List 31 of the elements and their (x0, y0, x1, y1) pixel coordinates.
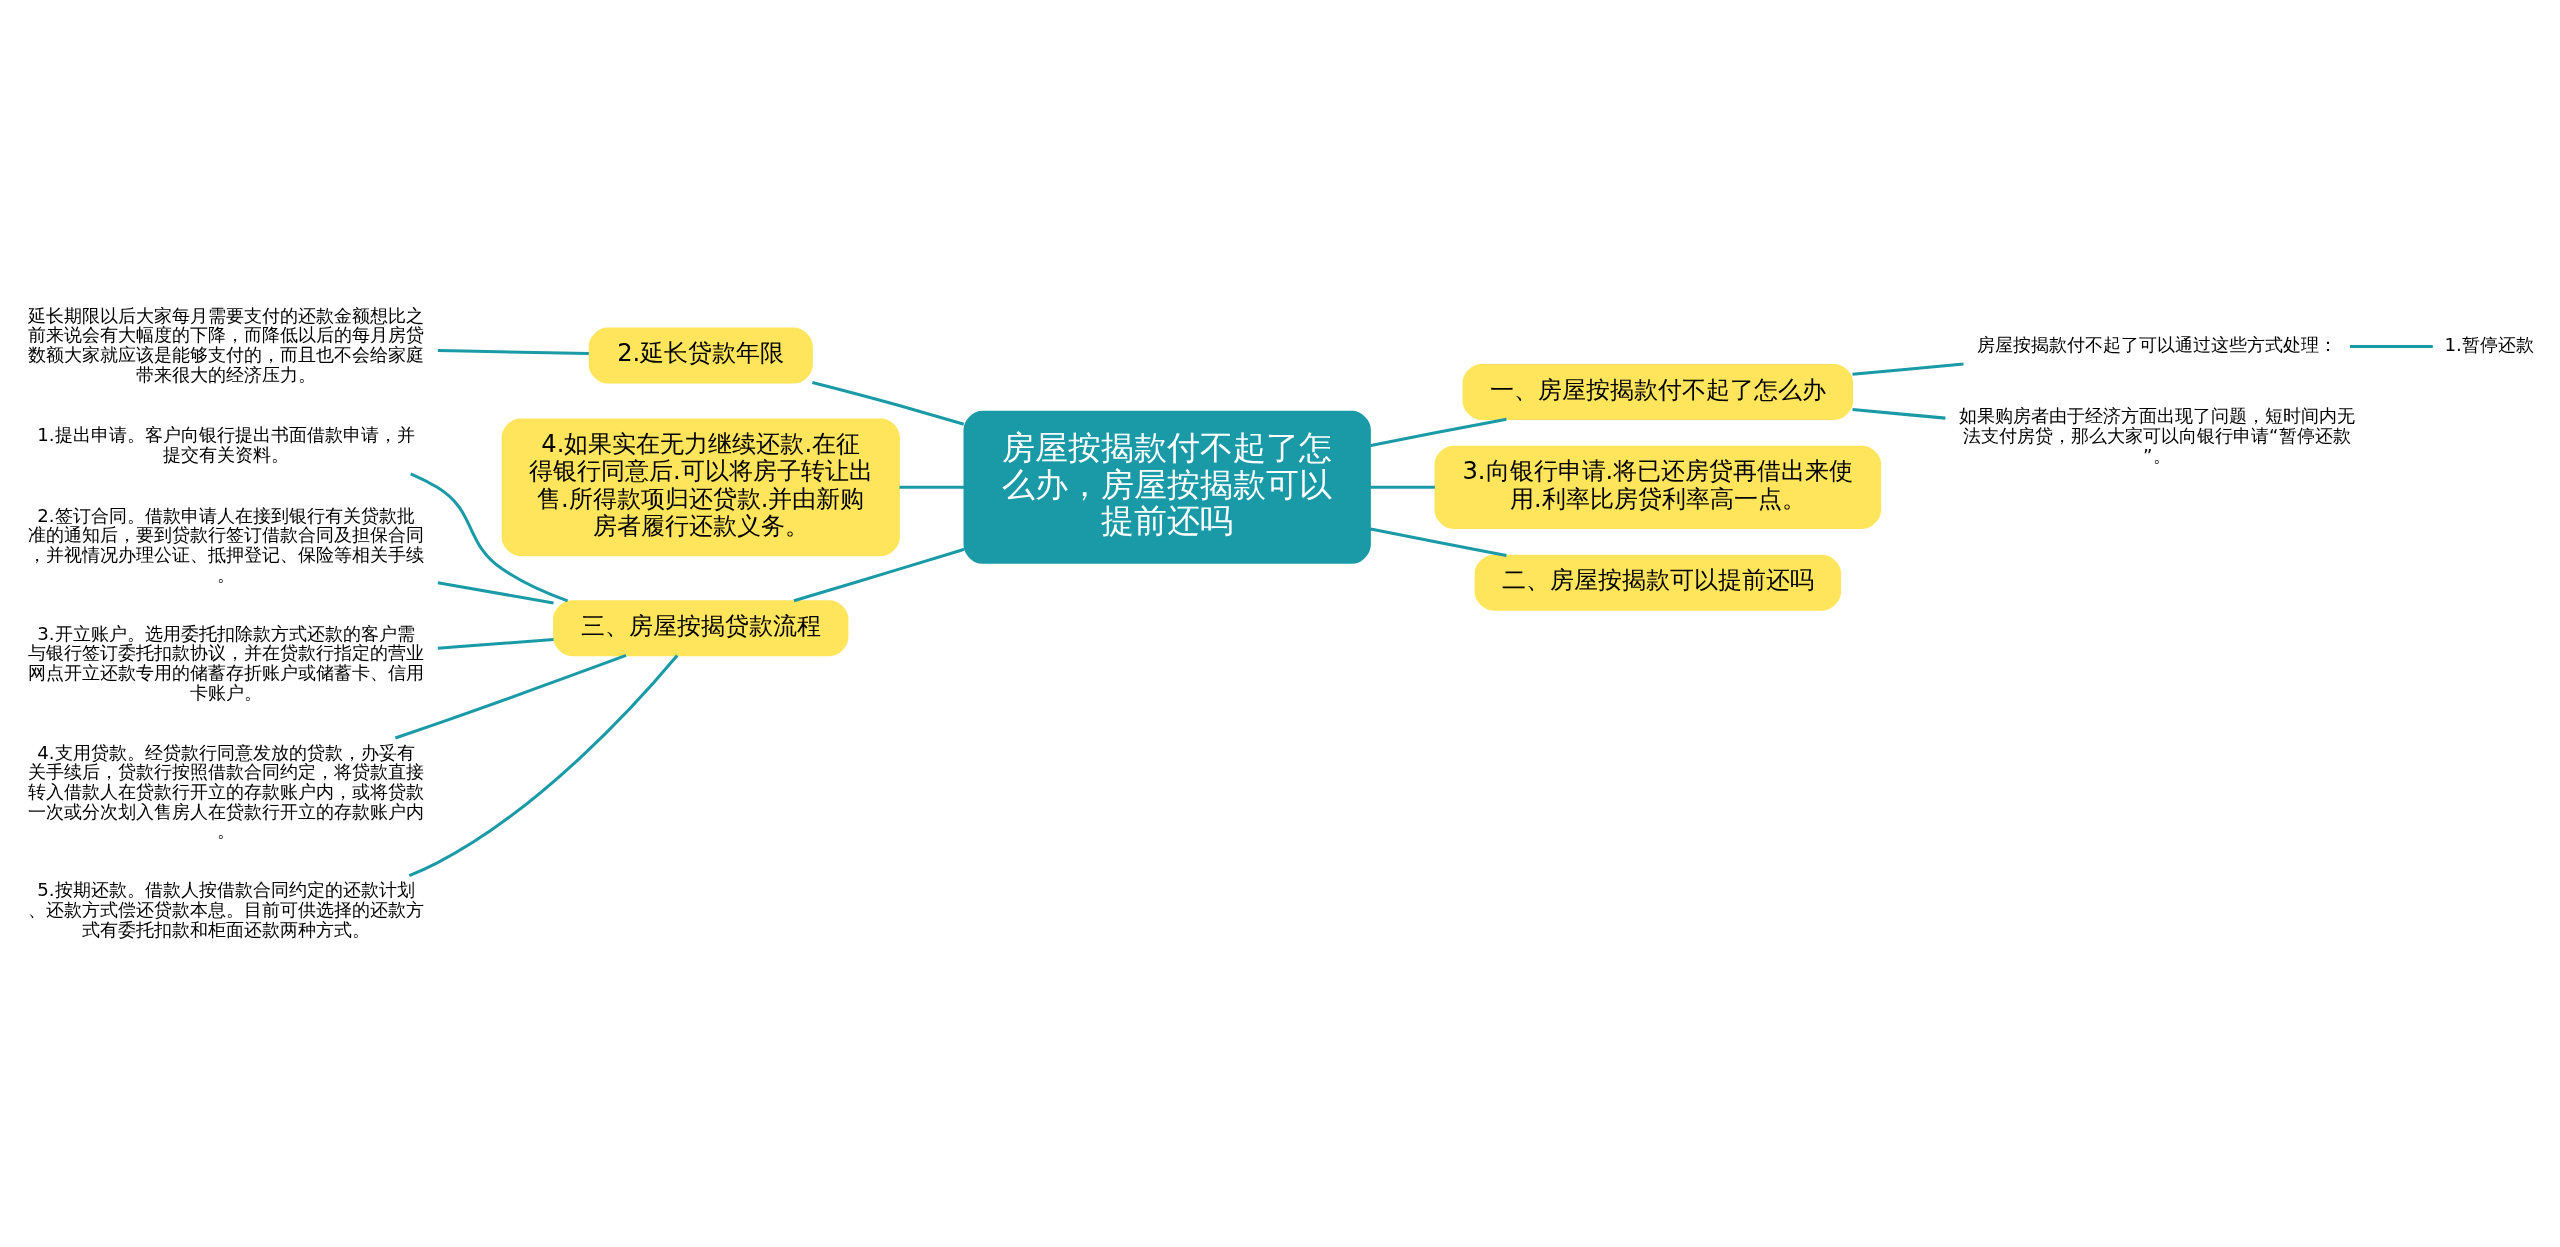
node-text: 4.支用贷款。经贷款行同意发放的贷款，办妥有关手续后，贷款行按照借款合同约定，将贷款直接转入借款人在贷款行开立的存款账户内，或将贷款一次或分次划入售房人在贷款行开立的存款账户内。 (27, 741, 424, 841)
connector (812, 380, 965, 426)
node-text: 1.暂停还款 (2444, 333, 2534, 355)
node-box: 4.如果实在无力继续还款.在征得银行同意后.可以将房子转让出售.所得款项归还贷款.并由新购房者履行还款义务。 (501, 417, 900, 556)
connector (1369, 417, 1507, 447)
node-text: 2.签订合同。借款申请人在接到银行有关贷款批准的通知后，要到贷款行签订借款合同及担保合同，并视情况办理公证、抵押登记、保险等相关手续。 (27, 504, 424, 585)
node-text: 1.提出申请。客户向银行提出书面借款申请，并提交有关资料。 (37, 423, 415, 465)
connector (1370, 485, 1435, 489)
node-box: 2.延长贷款年限 (588, 327, 813, 384)
connector (1852, 407, 1946, 420)
connector (437, 580, 554, 604)
connector (2349, 344, 2433, 348)
node-text: 如果购房者由于经济方面出现了问题，短时间内无法支付房贷，那么大家可以向银行申请“暂停还款”。 (1958, 404, 2355, 466)
connector (437, 637, 554, 650)
node-box: 二、房屋按揭款可以提前还吗 (1474, 554, 1842, 611)
connector (899, 485, 965, 489)
connector (394, 653, 627, 739)
node-text: 延长期限以后大家每月需要支付的还款金额想比之前来说会有大幅度的下降，而降低以后的每月房贷数额大家就应该是能够支付的，而且也不会给家庭带来很大的经济压力。 (27, 304, 424, 385)
connector (793, 547, 965, 602)
node-box: 一、房屋按揭款付不起了怎么办 (1462, 363, 1854, 420)
node-text: 3.开立账户。选用委托扣除款方式还款的客户需与银行签订委托扣款协议，并在贷款行指定的营业网点开立还款专用的储蓄存折账户或储蓄卡、信用卡账户。 (27, 622, 424, 703)
node-box: 3.向银行申请.将已还房贷再借出来使用.利率比房贷利率高一点。 (1434, 445, 1882, 529)
connector (410, 471, 569, 602)
node-text: 5.按期还款。借款人按借款合同约定的还款计划、还款方式偿还贷款本息。目前可供选择的还款方式有委托扣款和柜面还款两种方式。 (27, 878, 424, 940)
node-text: 房屋按揭款付不起了可以通过这些方式处理： (1976, 333, 2337, 355)
connector (408, 654, 679, 877)
connector (1852, 362, 1964, 376)
node-box: 三、房屋按揭贷款流程 (553, 599, 849, 656)
connector (437, 348, 589, 355)
connector (1369, 526, 1507, 557)
node-box: 房屋按揭款付不起了怎么办，房屋按揭款可以提前还吗 (963, 410, 1371, 564)
